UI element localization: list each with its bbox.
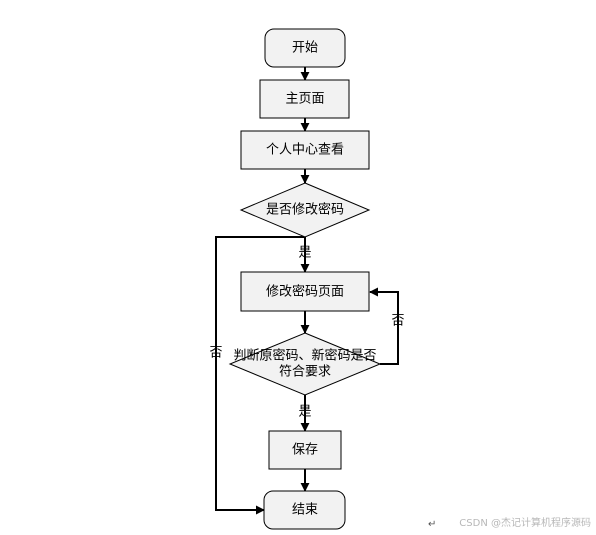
start-node: [264, 28, 346, 68]
edge-decision-no-to-end: [215, 236, 305, 515]
paragraph-mark: ↵: [428, 519, 436, 530]
csdn-watermark: CSDN @杰记计算机程序源码: [459, 518, 591, 529]
validate-password-decision-node: [228, 332, 382, 396]
change-password-page-node: [240, 271, 370, 312]
no-label-to-end: 否: [209, 346, 222, 361]
personal-center-label: 个人中心查看: [266, 142, 344, 158]
save-node: [268, 430, 342, 470]
edges: [215, 67, 399, 515]
yes-label-to-change-page: 是: [298, 246, 311, 261]
save-label: 保存: [292, 443, 318, 458]
validate-password-label-line1: 判断原密码、新密码是否: [233, 348, 376, 364]
edge-validate-no-loop: [369, 287, 399, 365]
end-node: [263, 490, 346, 530]
yes-label-to-save: 是: [298, 405, 311, 420]
validate-password-label-line2: 符合要求: [279, 364, 331, 380]
change-password-page-label: 修改密码页面: [266, 284, 344, 300]
start-label: 开始: [292, 41, 318, 56]
no-label-loop-back: 否: [391, 314, 404, 329]
nodes: [228, 28, 382, 530]
change-password-decision-label: 是否修改密码: [266, 202, 344, 218]
main-page-label: 主页面: [285, 92, 324, 107]
end-label: 结束: [292, 503, 318, 518]
personal-center-node: [240, 130, 370, 170]
main-page-node: [259, 79, 350, 119]
change-password-decision-node: [239, 182, 371, 238]
